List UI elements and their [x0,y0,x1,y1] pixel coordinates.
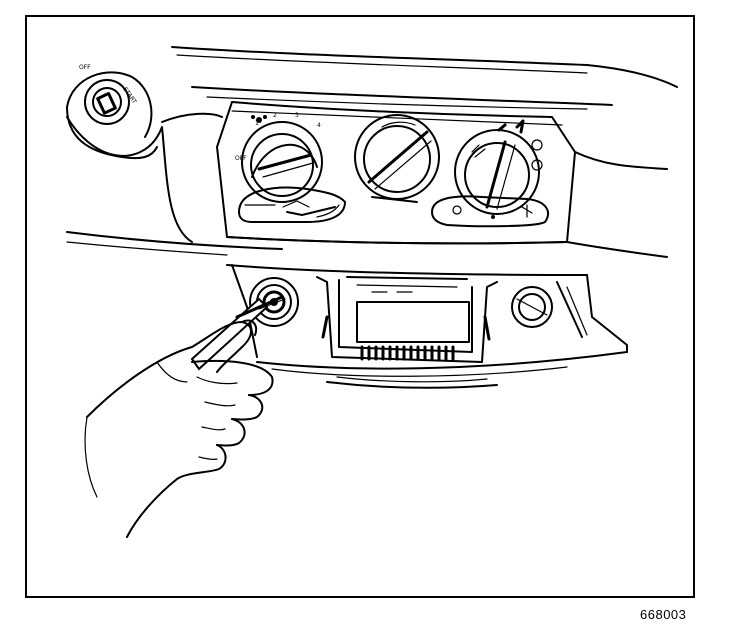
left-dash-panel [66,112,283,256]
fan-speed-3: 3 [295,112,299,119]
recirculation-icon [452,205,462,215]
vent-icon [497,119,525,134]
fan-icon [251,115,267,123]
dashboard-illustration: OFF START OFF 1 2 [66,46,678,538]
dash-upper-contours [171,46,678,110]
ignition-switch: OFF START [66,64,158,160]
defrost-icon [471,144,486,158]
hvac-control-panel [216,101,668,258]
fan-speed-2: 2 [273,112,277,119]
ignition-off-label: OFF [79,64,91,71]
fan-off-label: OFF [235,155,247,162]
hvac-button-row-right [431,195,549,228]
fan-speed-1: 1 [255,120,259,127]
lower-console-housing [226,264,628,389]
cigarette-lighter [511,281,588,338]
hvac-button-row-left [238,186,346,223]
ac-icon [521,204,533,218]
mode-selector-knob [454,119,543,215]
illustration-frame: OFF START OFF 1 2 [25,15,695,598]
hand-with-tool [84,295,286,538]
fan-speed-4: 4 [317,122,321,129]
figure-number: 668003 [640,607,687,622]
ashtray-compartment [316,276,498,363]
temperature-knob [354,114,440,203]
floor-icon [531,139,543,171]
fan-speed-knob: OFF 1 2 3 4 [235,112,323,203]
ashtray-grille [360,345,455,361]
